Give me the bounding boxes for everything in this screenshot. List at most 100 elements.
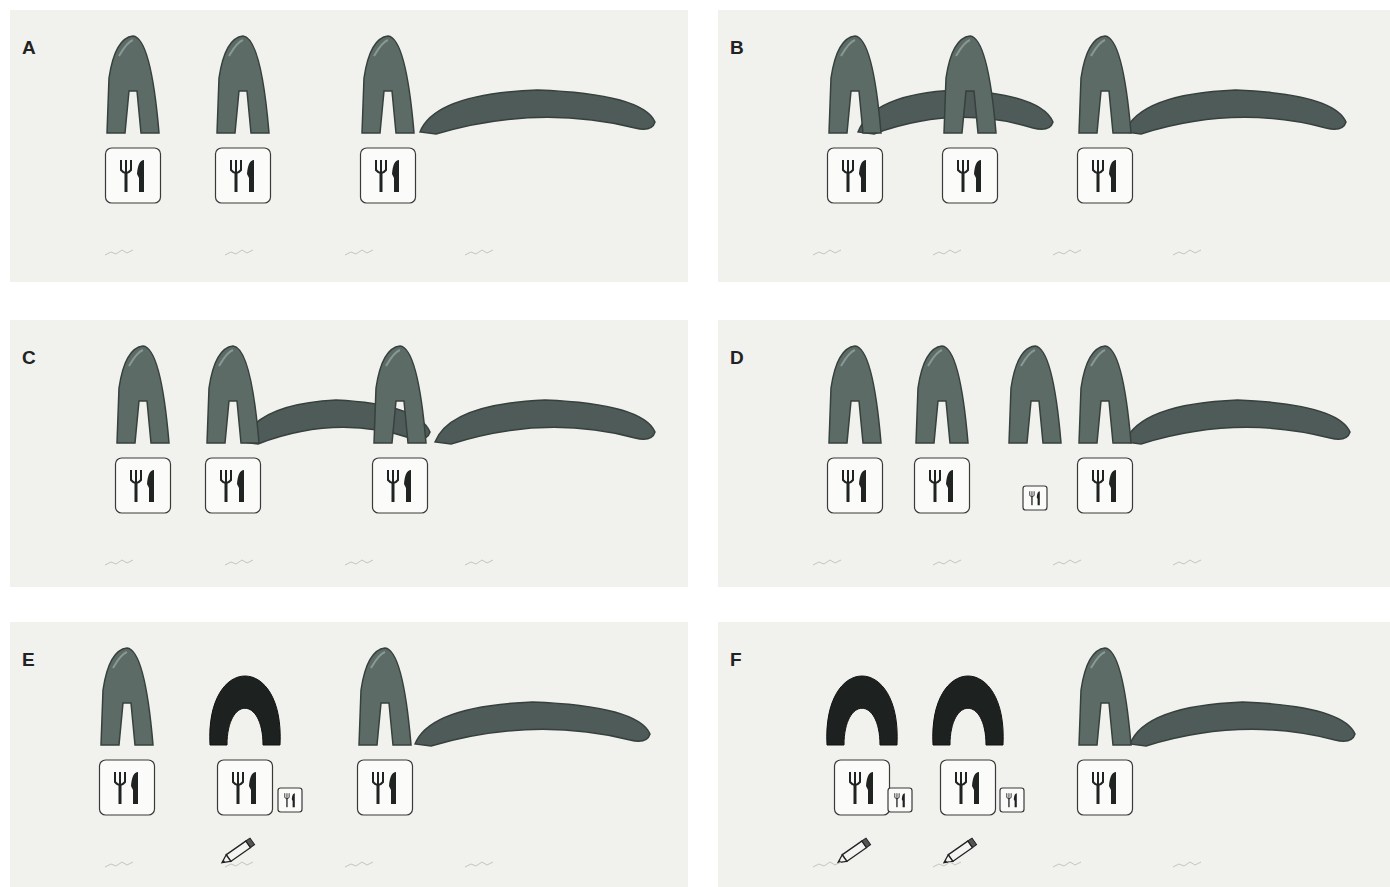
arch-highlight <box>113 652 127 668</box>
dark-arch <box>210 676 280 745</box>
faint-mark <box>1173 250 1201 255</box>
faint-mark <box>813 250 841 255</box>
handle <box>1125 90 1346 134</box>
cutlery-box <box>835 760 890 815</box>
arch <box>916 346 968 443</box>
faint-mark <box>225 560 253 565</box>
arch <box>1079 346 1131 443</box>
arch-highlight <box>386 350 400 366</box>
arch-highlight <box>841 40 855 56</box>
panel-letter: B <box>730 38 744 57</box>
handle <box>242 400 430 444</box>
pencil-icon <box>942 838 977 866</box>
faint-mark <box>813 862 841 867</box>
arch <box>362 36 414 133</box>
faint-mark <box>345 250 373 255</box>
arch <box>1009 346 1061 443</box>
cutlery-box <box>1078 458 1133 513</box>
cutlery-box <box>1023 486 1047 510</box>
cutlery-icon <box>376 160 399 192</box>
panel-ground <box>718 622 1390 887</box>
arch <box>207 346 259 443</box>
arch <box>117 346 169 443</box>
cutlery-icon <box>121 160 144 192</box>
faint-mark <box>225 862 253 867</box>
faint-mark <box>105 250 133 255</box>
faint-mark <box>1053 560 1081 565</box>
cutlery-icon <box>850 772 873 804</box>
cutlery-icon <box>388 470 411 502</box>
cutlery-icon <box>115 772 138 804</box>
cutlery-icon <box>221 470 244 502</box>
cutlery-icon <box>1030 491 1040 505</box>
cutlery-box <box>358 760 413 815</box>
arch <box>101 648 153 745</box>
arch <box>107 36 159 133</box>
cutlery-icon <box>956 772 979 804</box>
faint-mark <box>225 250 253 255</box>
arch-highlight <box>841 350 855 366</box>
arch-highlight <box>119 40 133 56</box>
arch <box>829 346 881 443</box>
panel-letter: A <box>22 38 36 57</box>
arch <box>1079 648 1131 745</box>
faint-mark <box>933 560 961 565</box>
arch-highlight <box>219 350 233 366</box>
cutlery-icon <box>843 160 866 192</box>
cutlery-icon <box>1093 772 1116 804</box>
arch-highlight <box>928 350 942 366</box>
cutlery-icon <box>930 470 953 502</box>
cutlery-icon <box>958 160 981 192</box>
cutlery-box <box>278 788 302 812</box>
cutlery-box <box>828 458 883 513</box>
arch-highlight <box>1091 652 1105 668</box>
cutlery-box <box>941 760 996 815</box>
cutlery-box <box>216 148 271 203</box>
arch-highlight <box>1091 40 1105 56</box>
cutlery-box <box>100 760 155 815</box>
faint-mark <box>345 560 373 565</box>
arch-highlight <box>1021 350 1035 366</box>
cutlery-box <box>1078 760 1133 815</box>
cutlery-box <box>218 760 273 815</box>
cutlery-box <box>206 458 261 513</box>
dark-arch <box>933 676 1003 745</box>
faint-mark <box>105 862 133 867</box>
arch-highlight <box>374 40 388 56</box>
panel-ground <box>718 10 1390 282</box>
faint-mark <box>1053 250 1081 255</box>
arch <box>944 36 996 133</box>
cutlery-box <box>1078 148 1133 203</box>
cutlery-box <box>361 148 416 203</box>
faint-mark <box>105 560 133 565</box>
cutlery-icon <box>285 793 295 807</box>
panel-ground <box>718 320 1390 587</box>
faint-mark <box>465 862 493 867</box>
arch <box>359 648 411 745</box>
arch-highlight <box>1091 350 1105 366</box>
pencil-icon <box>220 838 255 866</box>
cutlery-box <box>888 788 912 812</box>
faint-mark <box>1173 862 1201 867</box>
faint-mark <box>465 250 493 255</box>
handle <box>1125 400 1350 444</box>
cutlery-box <box>1000 788 1024 812</box>
cutlery-icon <box>1007 793 1017 807</box>
panel-letter: D <box>730 348 744 367</box>
faint-mark <box>933 862 961 867</box>
cutlery-icon <box>373 772 396 804</box>
cutlery-icon <box>1093 470 1116 502</box>
cutlery-box <box>373 458 428 513</box>
handle <box>415 702 650 746</box>
faint-mark <box>1053 862 1081 867</box>
arch-highlight <box>371 652 385 668</box>
panel-letter: E <box>22 650 35 669</box>
arch <box>217 36 269 133</box>
cutlery-icon <box>895 793 905 807</box>
cutlery-icon <box>231 160 254 192</box>
faint-mark <box>345 862 373 867</box>
dark-arch <box>827 676 897 745</box>
cutlery-box <box>915 458 970 513</box>
cutlery-box <box>106 148 161 203</box>
cutlery-box <box>943 148 998 203</box>
